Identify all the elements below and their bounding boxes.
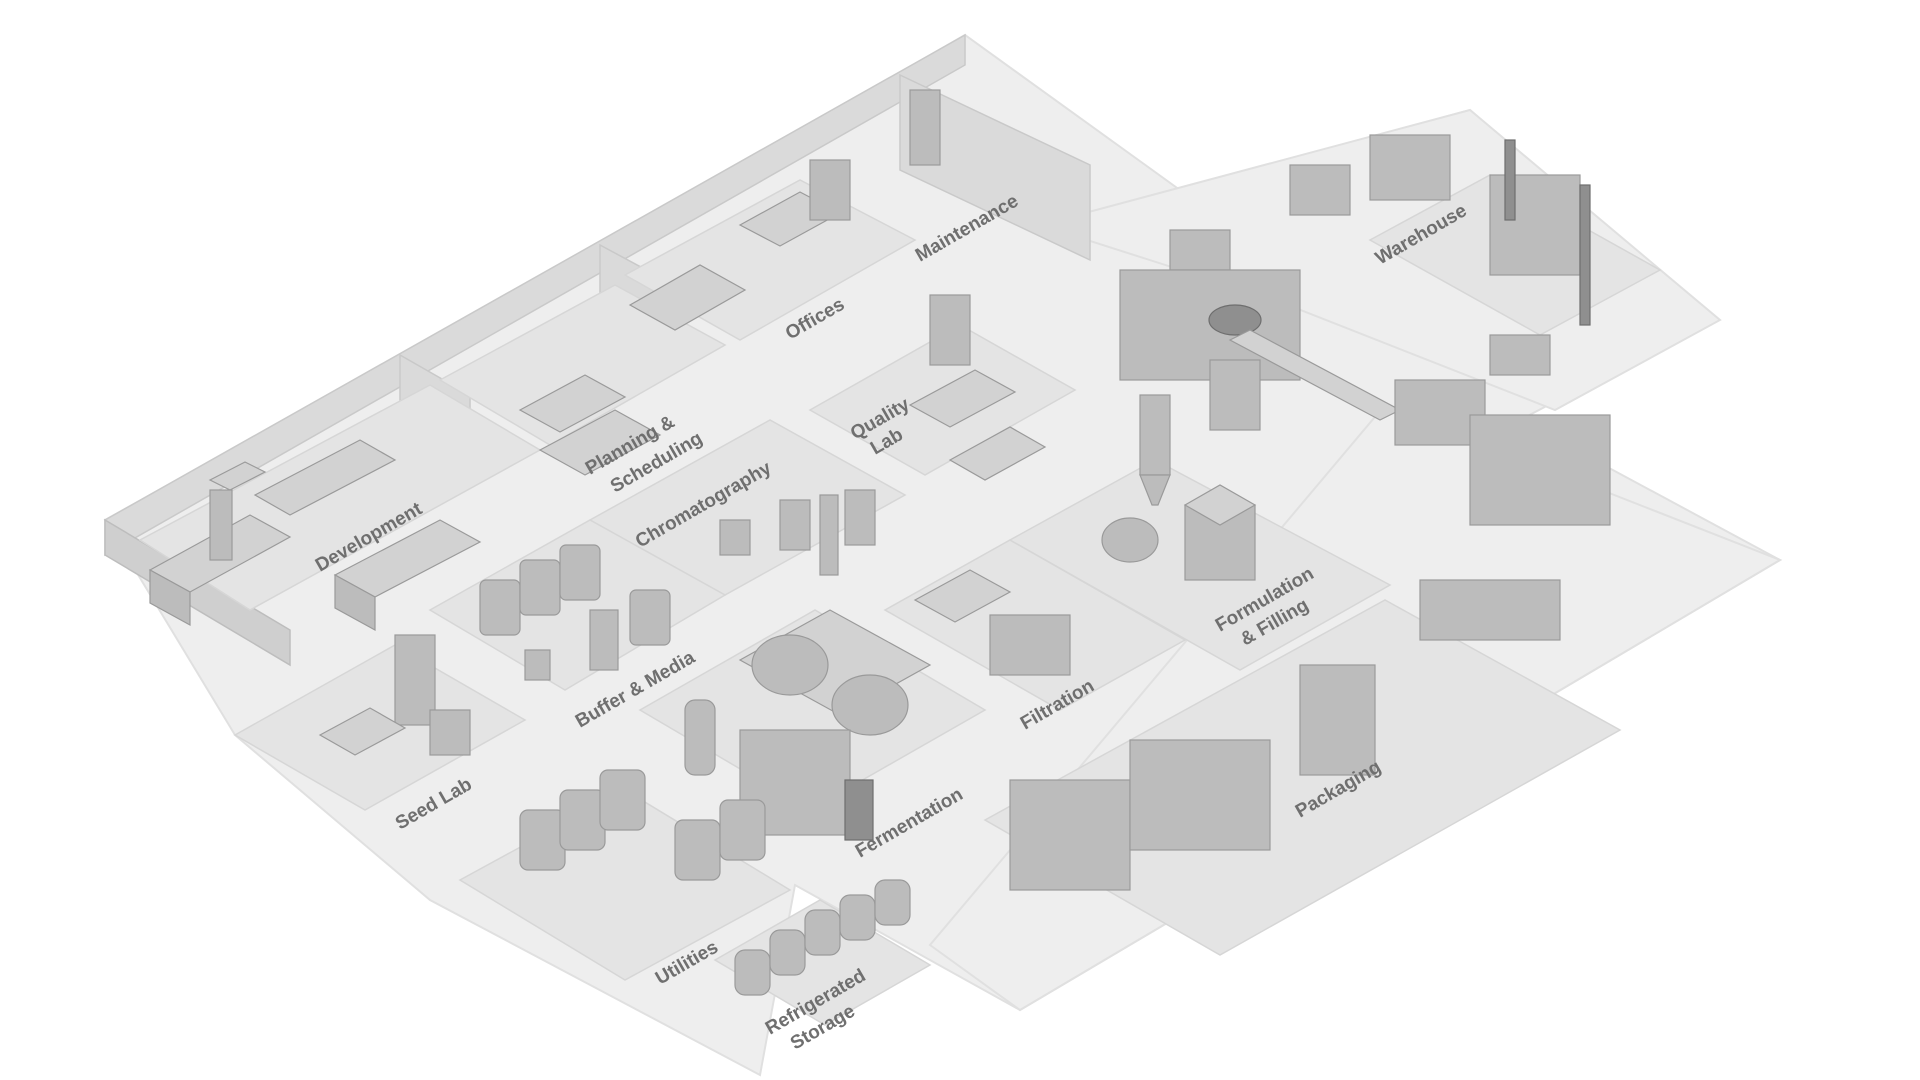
tank [479, 579, 521, 636]
seed-table [318, 707, 407, 756]
machine-block [1209, 359, 1261, 431]
maintenance-wall [899, 73, 1091, 262]
formulation-equipment [1101, 394, 1257, 581]
fermenter [831, 674, 909, 736]
seed-equipment [318, 634, 471, 756]
bookshelf [909, 89, 941, 166]
trolley [719, 519, 751, 556]
packaging-line [1009, 779, 1131, 891]
forklift [1289, 164, 1351, 216]
packaging-pad [983, 599, 1622, 956]
storage-rack [1489, 174, 1581, 276]
machine-frame [1469, 414, 1611, 526]
lab-table [908, 369, 1017, 428]
filtration-equipment [913, 569, 1071, 676]
utility-tank [599, 769, 646, 831]
lab-equipment [719, 294, 1047, 576]
filling-machine-top [1183, 484, 1257, 526]
fermenter [751, 634, 829, 696]
pallet-stack [1169, 229, 1231, 271]
utilities-equipment [519, 769, 911, 996]
seed-trolley [429, 709, 471, 756]
planning-pad [438, 284, 727, 446]
robot-arm-base [1208, 304, 1262, 336]
packaging-conveyor [1419, 579, 1561, 641]
packaging-machine [1299, 664, 1376, 776]
tank [524, 649, 551, 681]
rack-frame [1579, 184, 1591, 326]
silo [1139, 394, 1171, 476]
chromatography-skid [844, 489, 876, 546]
filtration-bench [913, 569, 1012, 623]
buffer-pad [428, 519, 727, 691]
packaging-line [1129, 739, 1271, 851]
chromatography-column [819, 494, 839, 576]
tank [519, 559, 561, 616]
utility-tank [719, 799, 766, 861]
chromatography-skid [779, 499, 811, 551]
pallet-stack [1489, 334, 1551, 376]
tank [629, 589, 671, 646]
dewar [804, 909, 841, 956]
development-equipment [148, 439, 482, 632]
lab-bench [253, 439, 397, 516]
conveyor [1228, 329, 1402, 421]
desk [518, 374, 627, 433]
refrigerated-pad [713, 899, 932, 1026]
desk [538, 409, 662, 476]
lab-bench-side [149, 568, 191, 627]
dewar [734, 949, 771, 996]
fume-hood-body [209, 489, 233, 561]
dewar [839, 894, 876, 941]
dewar [769, 929, 806, 976]
utility-tank [559, 789, 606, 851]
fermentation-equipment [684, 609, 932, 841]
office-equipment [518, 89, 941, 476]
dewar [874, 879, 911, 926]
lab-table [948, 426, 1047, 481]
bookshelf [809, 159, 851, 221]
pallet-stack [1369, 134, 1451, 201]
lab-bench-side [334, 573, 376, 632]
packaging-equipment [1009, 579, 1561, 891]
rack-frame [1504, 139, 1516, 221]
tank [589, 609, 619, 671]
tank [559, 544, 601, 601]
utility-tank [674, 819, 721, 881]
control-cabinet [844, 779, 874, 841]
warehouse-equipment [1119, 134, 1611, 526]
silo-cone [1139, 474, 1171, 506]
filtration-skid [989, 614, 1071, 676]
fume-hood [208, 461, 267, 491]
buffer-equipment [479, 544, 671, 681]
incubator-cabinet [394, 634, 436, 726]
fermenter-vessel [684, 699, 716, 776]
desk [628, 264, 747, 331]
utility-tank [519, 809, 566, 871]
mixing-vessel [1101, 517, 1159, 563]
cabinet [929, 294, 971, 366]
